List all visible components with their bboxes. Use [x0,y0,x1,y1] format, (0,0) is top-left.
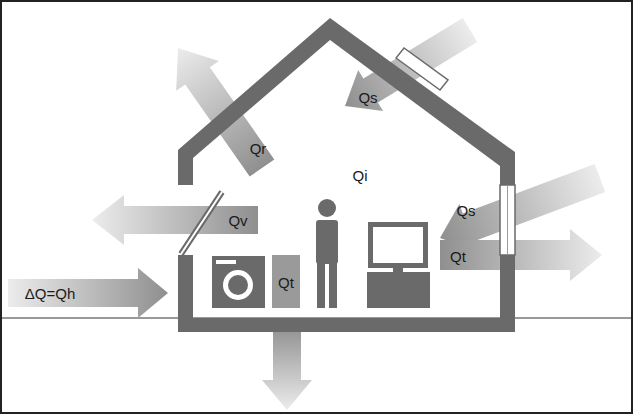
heat-flow-arrows [8,18,605,410]
tv-cabinet [367,272,430,308]
washing-machine-panel [216,260,236,264]
roof-window [396,48,448,90]
flow-label: ΔQ=Qh [25,286,75,301]
open-window [181,192,222,254]
television [368,222,428,268]
heat-arrow [92,195,258,245]
heat-arrow [8,268,168,318]
flow-label: Qv [228,213,247,228]
television-screen [373,227,423,263]
flow-label: Qr [250,141,267,156]
heat-flow-arrows [272,255,300,308]
washing-machine [212,256,265,308]
open-window-glass [181,192,222,254]
flow-label: Qs [456,203,475,218]
floor-slab [178,318,515,332]
flow-label: Qt [450,249,466,264]
heat-arrow [262,325,312,410]
internal-gain-bar [272,255,300,308]
house-structure [178,18,515,332]
washing-machine-door [223,270,253,300]
television-neck [393,268,403,272]
flow-label: Qt [278,275,294,290]
flow-label: Qi [353,168,368,183]
window-pane [507,185,508,255]
heat-arrow [440,229,602,281]
washing-machine-drum [228,275,248,295]
person [316,199,338,308]
wall-window [500,185,515,255]
flow-label: Qs [358,90,377,105]
roof [178,18,515,185]
